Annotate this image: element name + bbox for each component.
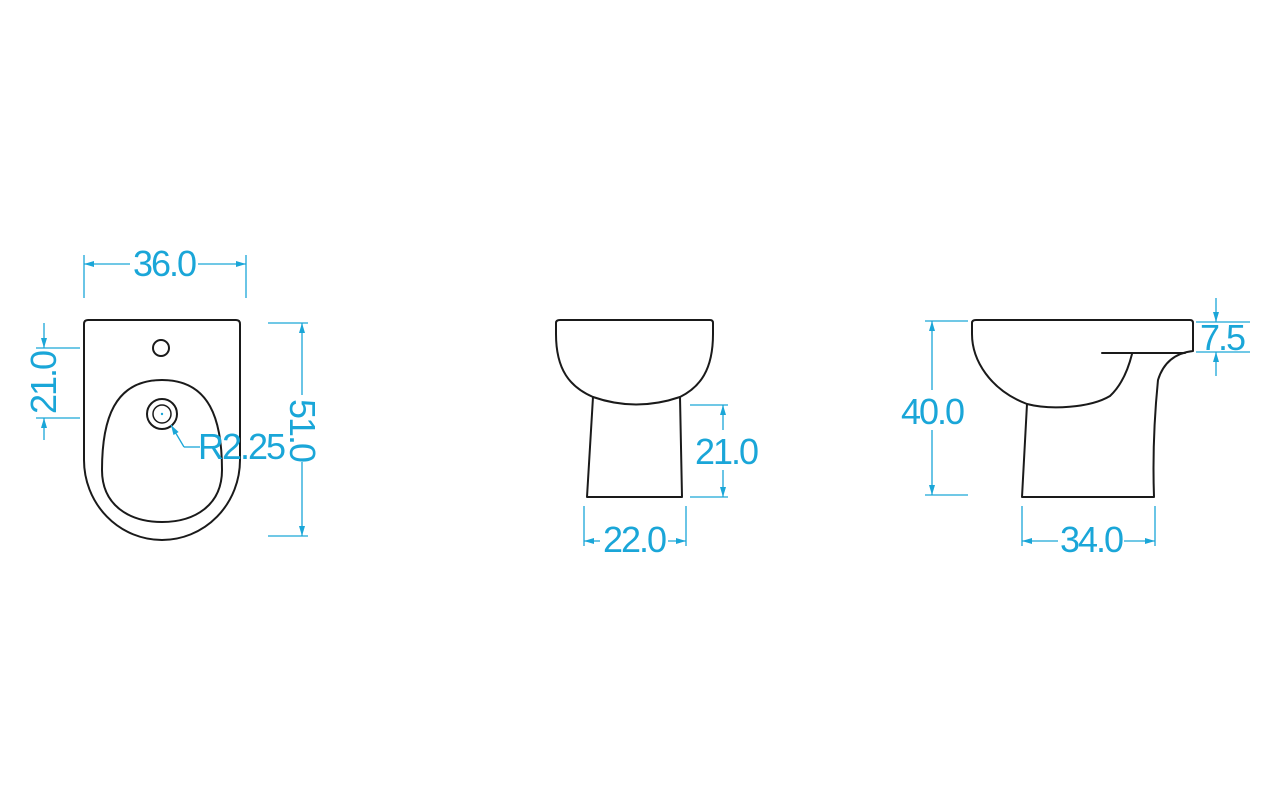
- dim-top-width: 36.0: [83, 243, 247, 298]
- top-view-bowl: [101, 379, 223, 523]
- dim-top-radius: R2.25: [170, 424, 287, 467]
- dim-front-width: 22.0: [583, 506, 687, 560]
- dim-top-hole-offset: 21.0: [23, 323, 80, 440]
- dim-top-hole-offset-label: 21.0: [23, 351, 64, 414]
- front-view-outline: [555, 319, 714, 498]
- tap-hole-circle: [152, 339, 170, 357]
- dim-top-width-label: 36.0: [133, 243, 196, 284]
- top-view-outline: [83, 319, 241, 541]
- dim-top-depth: 51.0: [268, 322, 323, 537]
- front-view: 21.0 22.0: [555, 319, 760, 560]
- dim-side-rim: 7.5: [1196, 298, 1250, 376]
- side-view: 40.0 7.5 34.0: [901, 298, 1250, 560]
- drain-center-point: [160, 412, 164, 416]
- side-view-outline: [971, 319, 1194, 498]
- drain-outer-circle: [146, 398, 178, 430]
- side-view-bowl-inner: [1026, 353, 1133, 409]
- dim-side-height-label: 40.0: [901, 391, 964, 432]
- front-view-pedestal-top: [592, 396, 681, 406]
- dim-side-height: 40.0: [901, 320, 968, 496]
- dim-side-rim-label: 7.5: [1200, 317, 1245, 358]
- dim-side-width: 34.0: [1021, 506, 1156, 560]
- dim-front-width-label: 22.0: [603, 519, 666, 560]
- drain-inner-circle: [152, 404, 172, 424]
- dim-front-height: 21.0: [690, 404, 760, 498]
- top-view: 36.0 21.0 51.0 R2.25: [23, 243, 323, 541]
- dim-top-radius-label: R2.25: [198, 426, 285, 467]
- dim-front-height-label: 21.0: [695, 431, 758, 472]
- dim-side-width-label: 34.0: [1060, 519, 1123, 560]
- dim-top-depth-label: 51.0: [282, 399, 323, 462]
